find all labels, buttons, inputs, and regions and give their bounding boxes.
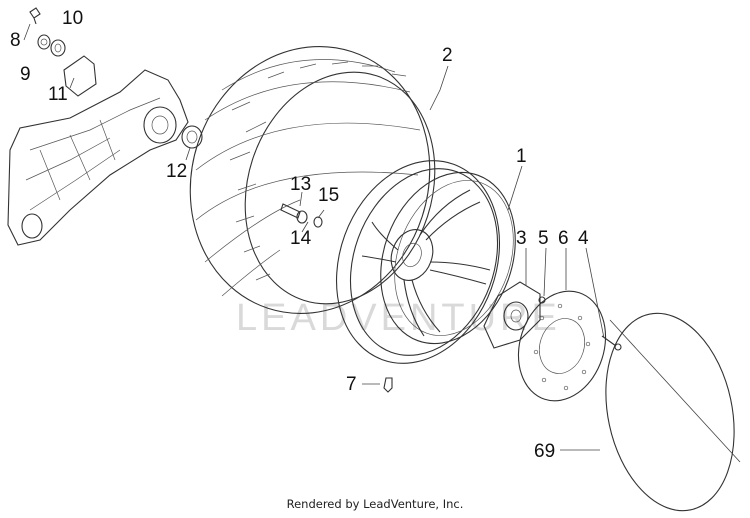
ring-seal <box>605 312 735 512</box>
tire-valve <box>383 377 393 393</box>
callout-11: 11 <box>48 84 68 105</box>
footer-credit: Rendered by LeadVenture, Inc. <box>286 497 464 511</box>
callout-15: 15 <box>318 185 339 206</box>
wheel-rim <box>335 160 516 364</box>
leader-lines <box>23 23 741 463</box>
swingarm <box>7 55 189 246</box>
bearing-small <box>50 39 66 57</box>
callout-5: 5 <box>538 228 549 249</box>
bushing <box>181 125 203 149</box>
callout-9: 9 <box>20 64 31 85</box>
seal <box>37 34 51 50</box>
axle-bolt <box>280 203 323 228</box>
callout-8: 8 <box>10 30 21 51</box>
callout-69: 69 <box>534 441 555 462</box>
callout-13: 13 <box>290 174 311 195</box>
callout-7: 7 <box>346 374 357 395</box>
callout-4: 4 <box>578 228 589 249</box>
tire <box>189 45 436 315</box>
callout-10: 10 <box>62 8 83 29</box>
callout-1: 1 <box>516 146 527 167</box>
brake-disc <box>517 290 607 402</box>
callout-3: 3 <box>516 228 527 249</box>
brake-flange <box>483 281 541 349</box>
grease-nipple <box>29 7 41 25</box>
watermark-text: LEADVENTURE <box>236 297 561 339</box>
callout-6: 6 <box>558 228 569 249</box>
callout-12: 12 <box>166 161 187 182</box>
callout-2: 2 <box>442 45 453 66</box>
callout-14: 14 <box>290 228 312 249</box>
